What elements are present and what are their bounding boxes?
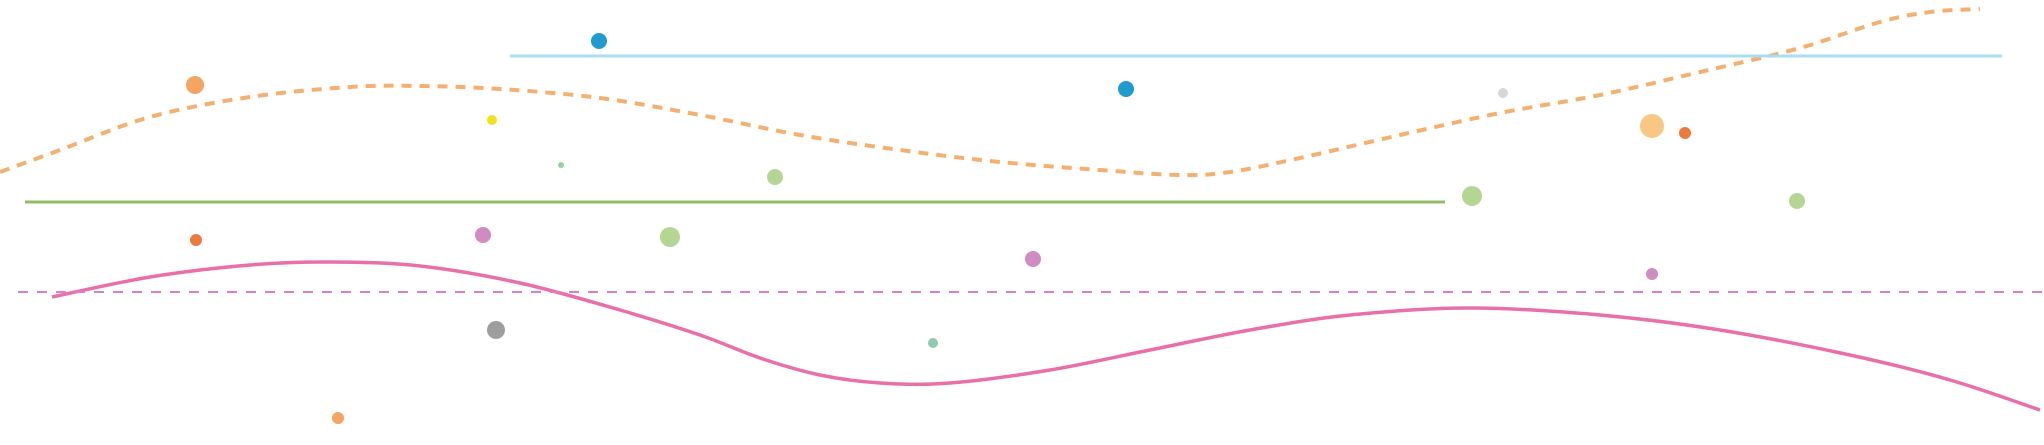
scatter-point-5 [1640, 114, 1664, 138]
scatter-point-14 [1025, 251, 1041, 267]
scatter-point-0 [591, 33, 607, 49]
scatter-point-13 [660, 227, 680, 247]
scatter-point-8 [767, 169, 783, 185]
scatter-point-15 [1646, 268, 1658, 280]
scatter-point-1 [186, 76, 204, 94]
series-line-1 [51, 260, 2041, 412]
scatter-point-7 [558, 162, 564, 168]
scatter-points [186, 33, 1805, 424]
scatter-point-4 [487, 115, 497, 125]
scatter-point-11 [190, 234, 202, 246]
scatter-point-16 [487, 321, 505, 339]
scatter-point-12 [475, 227, 491, 243]
series-line-0 [0, 7, 1981, 178]
scatter-point-17 [928, 338, 938, 348]
scatter-point-18 [332, 412, 344, 424]
scatter-point-9 [1462, 186, 1482, 206]
scatter-point-3 [1498, 88, 1508, 98]
scatter-point-10 [1789, 193, 1805, 209]
series-lines [0, 7, 2044, 412]
scatter-point-6 [1679, 127, 1691, 139]
scatter-point-2 [1118, 81, 1134, 97]
